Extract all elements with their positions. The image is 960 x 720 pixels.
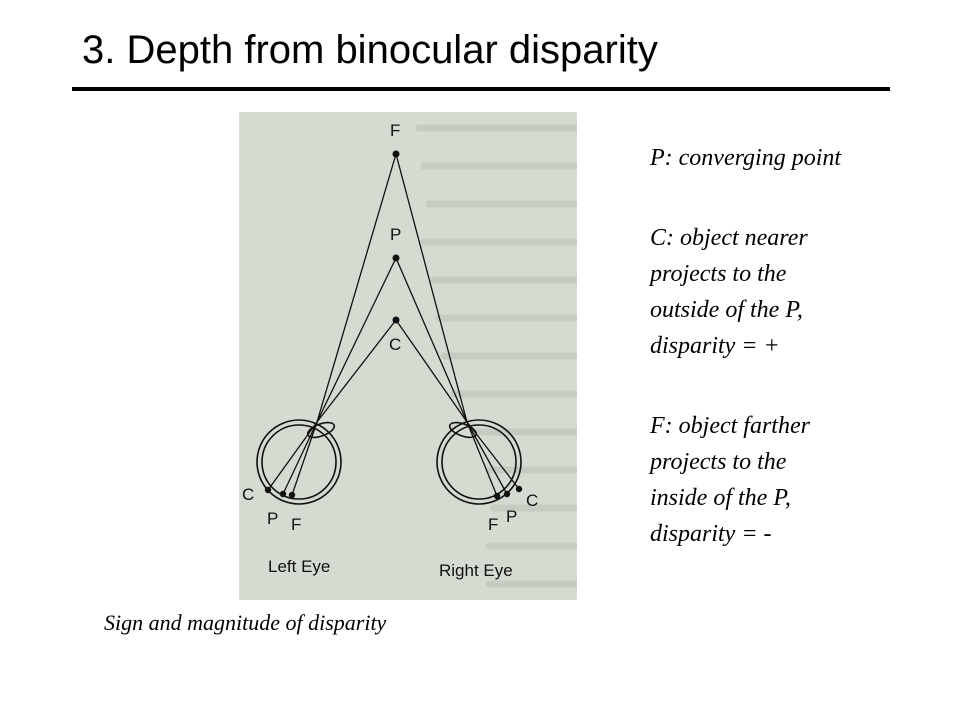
note-farther-object: F: object farther projects to the inside… [650, 413, 810, 547]
point-p [392, 254, 400, 262]
retina-points [264, 485, 523, 500]
label-p-top: P [390, 225, 401, 244]
point-c [392, 316, 400, 324]
point-f [392, 150, 400, 158]
label-c-left: C [242, 485, 254, 504]
label-f-right: F [488, 515, 498, 534]
label-left-eye: Left Eye [268, 557, 330, 576]
label-p-left: P [267, 509, 278, 528]
notes-panel: P: converging point C: object nearer pro… [650, 140, 950, 552]
label-right-eye: Right Eye [439, 561, 513, 580]
note-nearer-object: C: object nearer projects to the outside… [650, 225, 808, 359]
slide-title: 3. Depth from binocular disparity [82, 28, 658, 72]
label-c-right: C [526, 491, 538, 510]
label-c-top: C [389, 335, 401, 354]
label-f-left: F [291, 515, 301, 534]
note-converging-point: P: converging point [650, 145, 842, 171]
label-f-top: F [390, 121, 400, 140]
figure-caption: Sign and magnitude of disparity [104, 610, 387, 635]
binocular-diagram: F P C C P F F P C Left Eye Right Eye [242, 121, 577, 588]
background-text-lines [415, 124, 577, 588]
left-eye [256, 419, 342, 505]
disparity-figure: F P C C P F F P C Left Eye Right Eye [239, 112, 577, 600]
label-p-right: P [506, 507, 517, 526]
projection-lines [267, 153, 520, 497]
title-underline [72, 87, 890, 91]
